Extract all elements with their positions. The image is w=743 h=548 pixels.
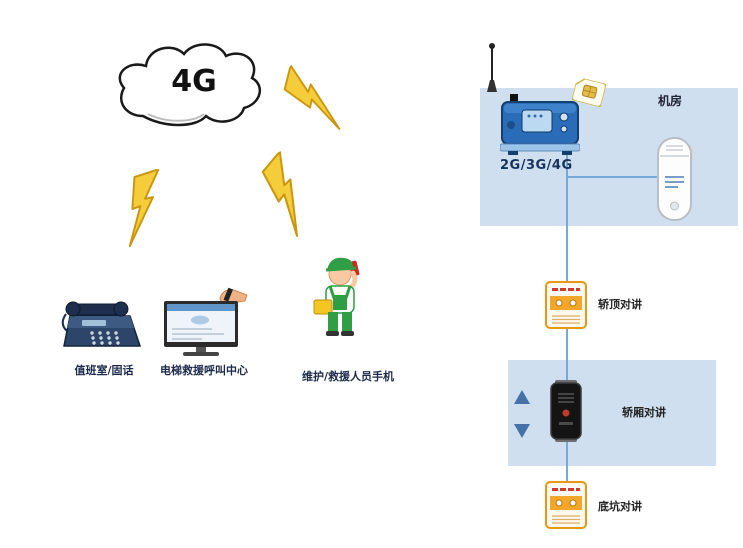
sim-card-icon xyxy=(571,77,607,108)
cabin-panel xyxy=(508,360,716,466)
call-center-label: 电梯救援呼叫中心 xyxy=(160,364,248,377)
line-gateway-to-cartop xyxy=(566,152,568,284)
lightning-icon xyxy=(128,168,160,248)
cloud-label: 4G xyxy=(171,64,217,99)
gateway-device-icon xyxy=(500,94,580,155)
machine-room-label: 机房 xyxy=(658,94,683,108)
gateway-label: 2G/3G/4G xyxy=(500,158,573,173)
pit-intercom-icon xyxy=(545,481,587,529)
cloud-4g: 4G xyxy=(108,38,278,138)
lightning-icon xyxy=(261,150,299,237)
lightning-icon xyxy=(283,64,341,130)
car-top-intercom-icon xyxy=(545,281,587,329)
line-gateway-to-handset xyxy=(566,176,658,178)
up-down-arrow-icon xyxy=(514,390,530,438)
cloud-icon xyxy=(118,43,262,127)
desk-phone-icon xyxy=(61,301,142,347)
duty-room-label: 值班室/固话 xyxy=(74,364,134,377)
pit-intercom-label: 底坑对讲 xyxy=(598,500,642,513)
worker-icon xyxy=(313,257,360,336)
car-top-intercom-label: 轿顶对讲 xyxy=(598,298,642,311)
line-cartop-to-cabin xyxy=(566,328,568,386)
cabin-intercom-icon xyxy=(550,380,582,442)
rescue-phone-label: 维护/救援人员手机 xyxy=(301,370,395,383)
cabin-intercom-label: 轿厢对讲 xyxy=(622,406,666,419)
wall-handset-icon xyxy=(657,137,695,221)
antenna-icon xyxy=(487,43,497,92)
monitor-icon xyxy=(164,287,248,356)
line-cabin-to-pit xyxy=(566,438,568,482)
